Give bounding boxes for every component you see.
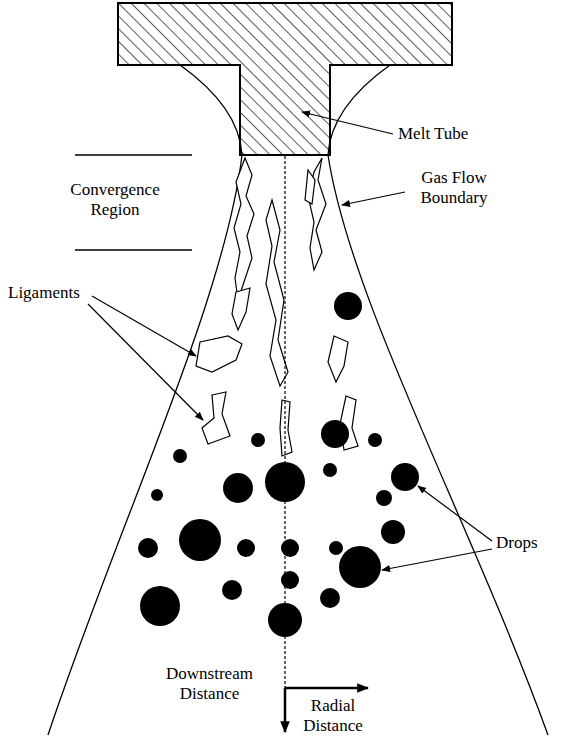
part-label: Downstream Distance <box>152 664 267 704</box>
drop <box>138 292 419 637</box>
part-label: Convergence Region <box>55 180 175 220</box>
gas-flow-boundary <box>48 65 548 735</box>
ligament <box>196 158 358 456</box>
part-label: Ligaments <box>8 283 98 303</box>
axis-arrow <box>285 687 368 690</box>
part-label: Drops <box>496 533 566 553</box>
part-label: Radial Distance <box>292 696 374 736</box>
part-label: Melt Tube <box>398 124 508 144</box>
centerline <box>284 156 285 688</box>
axis-arrow <box>284 688 287 732</box>
part-label: Gas Flow Boundary <box>408 168 500 208</box>
